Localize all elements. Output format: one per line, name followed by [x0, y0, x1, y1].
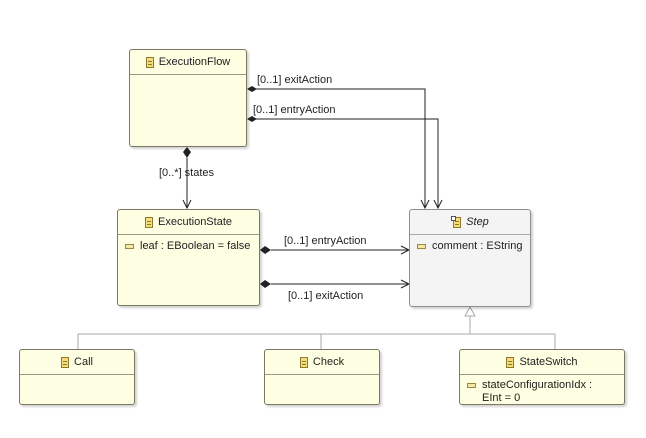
edge-flow-exit-action[interactable]	[247, 86, 430, 210]
class-state-switch[interactable]: StateSwitch stateConfigurationIdx : EInt…	[459, 349, 625, 405]
edge-flow-entry-action[interactable]	[247, 116, 443, 210]
composition-diamond	[183, 147, 191, 158]
class-execution-flow[interactable]: ExecutionFlow	[129, 49, 247, 147]
attribute-row[interactable]: stateConfigurationIdx : EInt = 0	[460, 375, 624, 405]
class-header: Step	[410, 210, 530, 235]
class-name: Call	[74, 356, 93, 368]
label-flow-states: [0..*] states	[159, 167, 215, 179]
eclass-icon	[506, 356, 515, 368]
class-header: ExecutionFlow	[130, 50, 246, 75]
class-name: ExecutionState	[158, 216, 232, 228]
attribute-text: stateConfigurationIdx : EInt = 0	[482, 379, 592, 405]
eclass-icon	[145, 56, 154, 68]
class-header: StateSwitch	[460, 350, 624, 375]
attribute-icon	[125, 244, 134, 249]
eclass-icon	[299, 356, 308, 368]
class-step[interactable]: Step comment : EString	[409, 209, 531, 307]
label-state-entry-action: [0..1] entryAction	[284, 235, 367, 247]
abstract-eclass-icon	[451, 216, 462, 228]
composition-diamond	[260, 280, 271, 288]
eclass-icon	[453, 217, 462, 228]
attribute-text-line-1: stateConfigurationIdx :	[482, 379, 593, 391]
class-name: Check	[312, 356, 345, 368]
class-call[interactable]: Call	[19, 349, 135, 405]
attribute-icon	[467, 383, 476, 388]
class-name: StateSwitch	[519, 356, 578, 368]
attribute-row[interactable]: leaf : EBoolean = false	[118, 235, 259, 253]
edge-state-entry-action[interactable]	[260, 245, 411, 255]
arrow-head	[420, 199, 430, 210]
edge-state-exit-action[interactable]	[260, 279, 411, 289]
class-header: Check	[265, 350, 379, 375]
class-header: Call	[20, 350, 134, 375]
attribute-text: comment : EString	[432, 240, 523, 252]
label-flow-entry-action: [0..1] entryAction	[253, 104, 336, 116]
label-state-exit-action: [0..1] exitAction	[288, 290, 364, 302]
attribute-row[interactable]: comment : EString	[410, 235, 530, 253]
attribute-text-line-2: EInt = 0	[482, 392, 521, 404]
composition-diamond	[260, 246, 271, 254]
edge-flow-states[interactable]	[182, 147, 192, 210]
composition-diamond	[247, 116, 257, 122]
arrow-head	[182, 199, 192, 210]
eclass-icon	[61, 356, 70, 368]
class-name: ExecutionFlow	[158, 56, 231, 68]
generalization-tree[interactable]	[77, 305, 556, 349]
label-flow-exit-action: [0..1] exitAction	[257, 74, 333, 86]
class-execution-state[interactable]: ExecutionState leaf : EBoolean = false	[117, 209, 260, 306]
class-header: ExecutionState	[118, 210, 259, 235]
attribute-text: leaf : EBoolean = false	[140, 240, 251, 252]
arrow-head	[433, 199, 443, 210]
class-check[interactable]: Check	[264, 349, 380, 405]
composition-diamond	[247, 86, 257, 92]
inheritance-triangle	[464, 305, 476, 317]
eclass-icon	[145, 216, 153, 228]
attribute-icon	[417, 244, 426, 249]
abstract-marker	[451, 216, 457, 221]
class-name: Step	[466, 216, 489, 228]
